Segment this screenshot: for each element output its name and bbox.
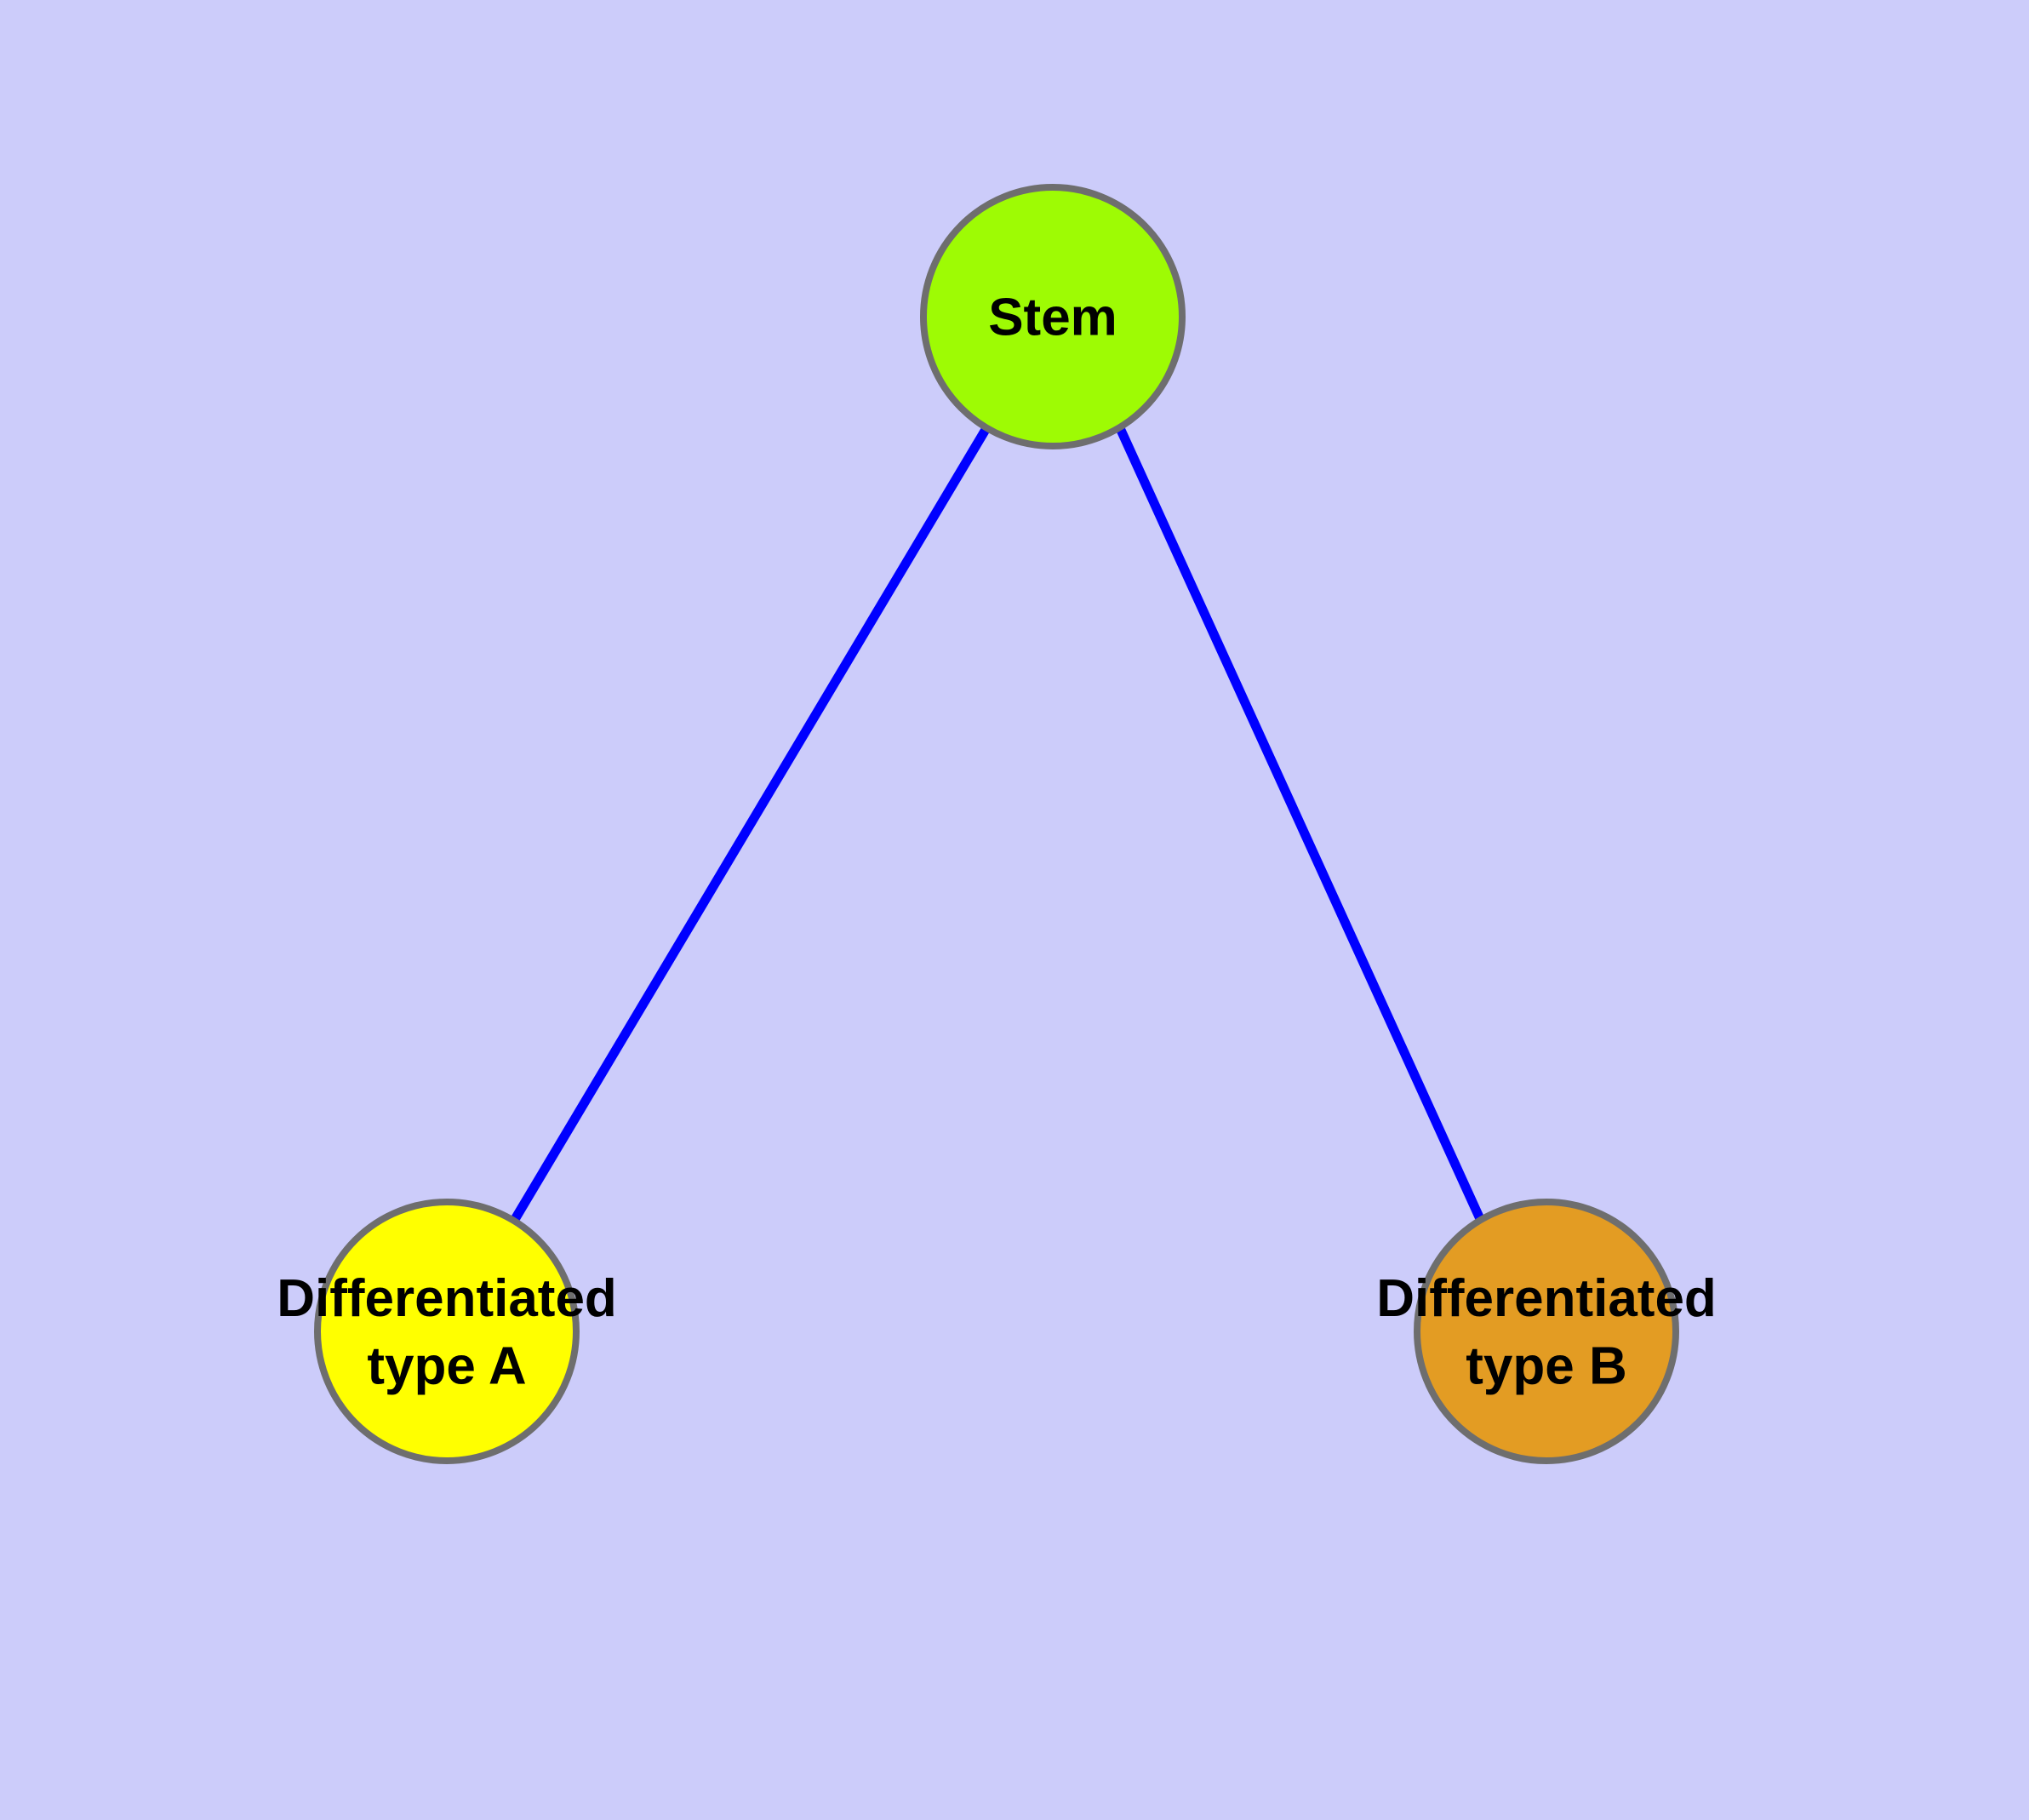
node-differentiated-type-b[interactable] — [1414, 1199, 1679, 1464]
node-label-differentiated-type-b: Differentiated type B — [1376, 1269, 1717, 1395]
node-label-differentiated-type-a: Differentiated type A — [277, 1269, 617, 1395]
node-label-line: Differentiated — [1376, 1269, 1717, 1328]
node-label-line: Differentiated — [277, 1269, 617, 1328]
nodes-layer — [314, 184, 1679, 1464]
node-label-line: type A — [367, 1336, 526, 1395]
labels-layer: Stem Differentiated type A Differentiated… — [277, 289, 1717, 1396]
edge-stem-to-differentiated-type-b[interactable] — [1115, 426, 1486, 1223]
node-differentiated-type-a[interactable] — [314, 1199, 580, 1464]
node-label-line: Stem — [988, 289, 1117, 347]
edges-layer — [510, 426, 1486, 1223]
edge-stem-to-differentiated-type-a[interactable] — [510, 426, 991, 1223]
node-label-stem: Stem — [988, 289, 1117, 347]
node-stem[interactable] — [920, 184, 1186, 449]
node-label-line: type B — [1466, 1336, 1626, 1395]
